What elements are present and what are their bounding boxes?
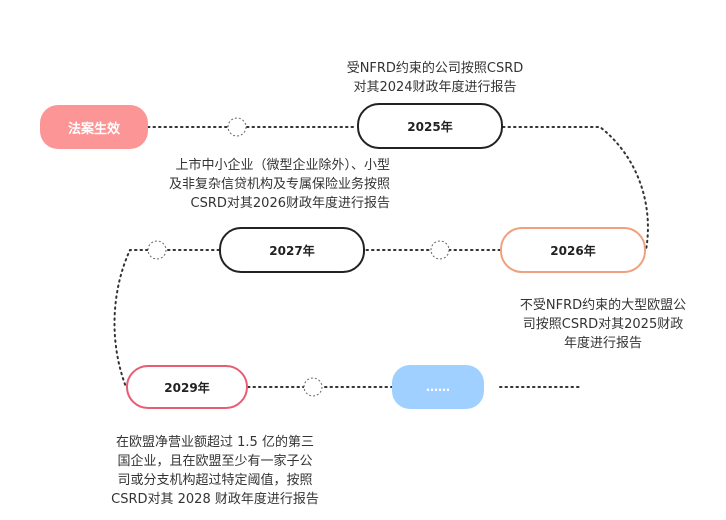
connector-2025-2026 [502, 126, 649, 251]
note-line: 年度进行报告 [563, 336, 642, 351]
connector-2027-2029 [113, 249, 220, 388]
node-year-2026: 2026年 [500, 227, 646, 273]
note-2026: 不受NFRD约束的大型欧盟公 司按照CSRD对其2025财政 年度进行报告 [488, 296, 718, 353]
node-year-2025: 2025年 [357, 103, 503, 149]
note-line: CSRD对其 2028 财政年度进行报告 [111, 492, 319, 507]
note-line: 不受NFRD约束的大型欧盟公 [519, 298, 687, 313]
note-2025: 受NFRD约束的公司按照CSRD 对其2024财政年度进行报告 [320, 59, 550, 97]
timeline-marker [430, 240, 450, 260]
note-line: 在欧盟净营业额超过 1.5 亿的第三 [116, 435, 314, 450]
note-2027: 上市中小企业（微型企业除外）、小型 及非复杂信贷机构及专属保险业务按照 CSRD… [100, 156, 390, 213]
note-line: 上市中小企业（微型企业除外）、小型 [175, 158, 390, 173]
note-line: 司按照CSRD对其2025财政 [522, 317, 684, 332]
node-year-2029: 2029年 [126, 365, 248, 409]
node-law-effective: 法案生效 [40, 105, 148, 149]
timeline-marker [303, 377, 323, 397]
note-line: 及非复杂信贷机构及专属保险业务按照 [168, 177, 390, 192]
note-line: 司或分支机构超过特定阈值，按照 [117, 473, 313, 488]
note-2029: 在欧盟净营业额超过 1.5 亿的第三 国企业，且在欧盟至少有一家子公 司或分支机… [70, 433, 360, 509]
node-more: …… [392, 365, 484, 409]
note-line: 对其2024财政年度进行报告 [353, 80, 517, 95]
note-line: CSRD对其2026财政年度进行报告 [190, 196, 390, 211]
note-line: 国企业，且在欧盟至少有一家子公 [117, 454, 313, 469]
note-line: 受NFRD约束的公司按照CSRD [346, 61, 524, 76]
timeline-marker [227, 117, 247, 137]
timeline-marker [147, 240, 167, 260]
node-year-2027: 2027年 [219, 227, 365, 273]
